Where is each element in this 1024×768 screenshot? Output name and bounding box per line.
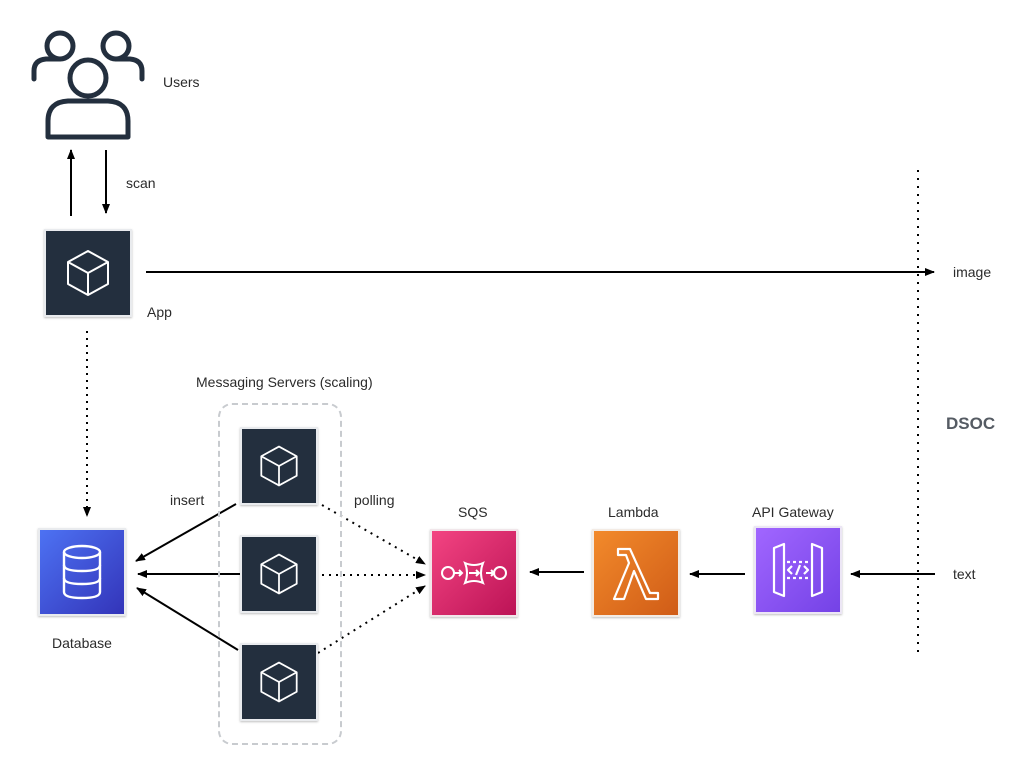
database-node[interactable] [38, 528, 126, 616]
arrow-server3-to-database [136, 587, 239, 651]
polling-label: polling [354, 492, 395, 508]
lambda-icon [612, 547, 660, 601]
cube-icon [260, 661, 298, 703]
app-node[interactable] [44, 229, 132, 317]
cube-icon [260, 553, 298, 595]
image-label: image [953, 264, 992, 280]
cube-icon [260, 445, 298, 487]
app-label: App [147, 304, 172, 320]
sqs-label: SQS [458, 504, 488, 520]
database-label: Database [52, 635, 112, 651]
api-gateway-icon [772, 542, 824, 598]
users-group-icon [30, 24, 148, 144]
users-label: Users [163, 74, 200, 90]
text-label: text [953, 566, 976, 582]
insert-label: insert [170, 492, 205, 508]
sqs-node[interactable] [430, 529, 518, 617]
sqs-queue-icon [441, 561, 507, 585]
scan-label: scan [126, 175, 156, 191]
messaging-server-2[interactable] [240, 535, 318, 613]
messaging-servers-label: Messaging Servers (scaling) [196, 374, 373, 390]
cube-icon [67, 250, 109, 296]
dsoc-label: DSOC [946, 414, 996, 433]
dotted-server3-to-sqs [317, 585, 426, 654]
lambda-node[interactable] [592, 529, 680, 617]
api-gateway-label: API Gateway [752, 504, 834, 520]
lambda-label: Lambda [608, 504, 659, 520]
messaging-server-1[interactable] [240, 427, 318, 505]
api-gateway-node[interactable] [754, 526, 842, 614]
messaging-server-3[interactable] [240, 643, 318, 721]
dotted-server1-to-sqs [321, 504, 426, 565]
messaging-servers-group [218, 403, 342, 745]
database-icon [62, 544, 102, 600]
